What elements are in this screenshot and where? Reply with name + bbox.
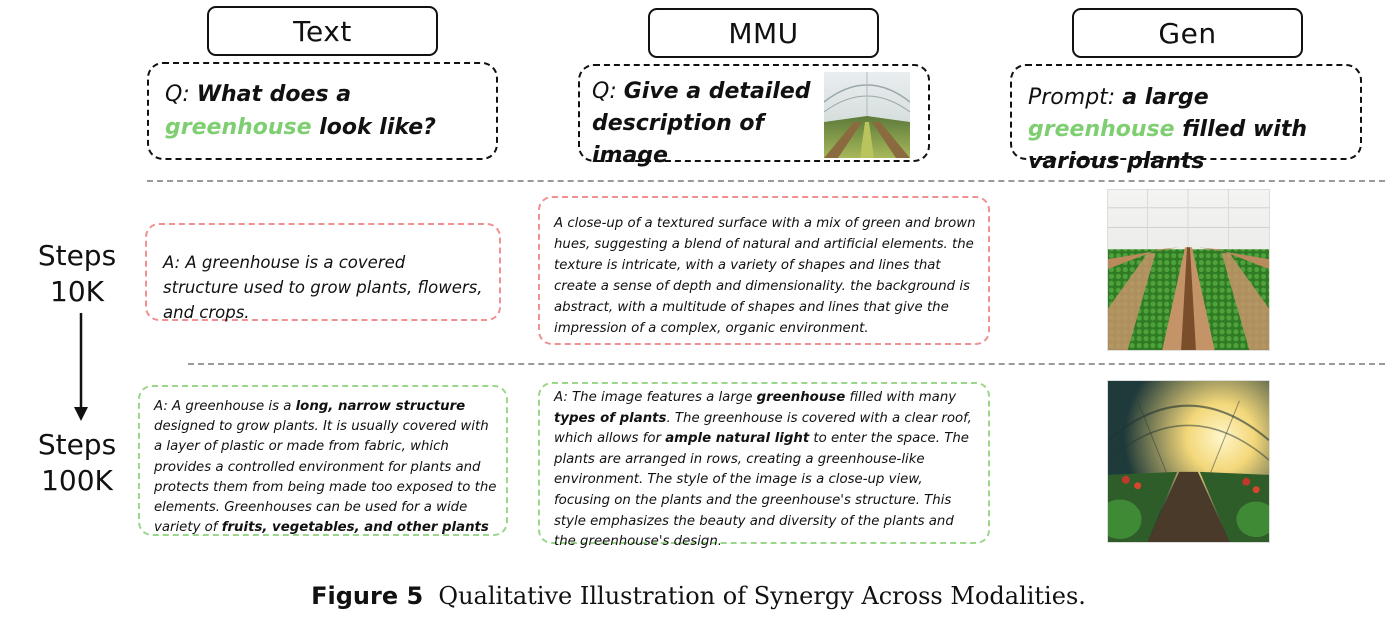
- answer-bold: types of plants: [554, 411, 666, 426]
- answer-mmu-100k: A: The image features a large greenhouse…: [538, 382, 990, 544]
- answer-part: filled with many: [845, 390, 956, 405]
- down-arrow-icon: [71, 313, 91, 423]
- separator-top: [147, 180, 1385, 182]
- answer-text-10k: A: A greenhouse is a covered structure u…: [145, 223, 501, 321]
- figure-label: Figure 5: [311, 582, 423, 610]
- figure-caption: Figure 5 Qualitative Illustration of Syn…: [0, 580, 1397, 612]
- question-highlight: greenhouse: [1028, 117, 1175, 142]
- steps-word: Steps: [22, 238, 132, 274]
- answer-mmu-10k: A close-up of a textured surface with a …: [538, 196, 990, 345]
- answer-part: designed to grow plants. It is usually c…: [154, 419, 496, 535]
- question-gen: Prompt: a large greenhouse filled with v…: [1010, 64, 1362, 160]
- generated-greenhouse-image-100k: [1107, 380, 1270, 543]
- question-bold-end: look like?: [312, 115, 436, 140]
- greenhouse-thumbnail-image: [824, 72, 910, 158]
- question-bold: a large: [1122, 85, 1208, 110]
- answer-bold: greenhouse: [757, 390, 846, 405]
- steps-value: 10K: [22, 274, 132, 310]
- question-prefix: Q:: [592, 79, 624, 104]
- header-text: Text: [207, 6, 438, 56]
- answer-bold: fruits, vegetables, and other plants: [222, 520, 489, 535]
- answer-part: A: A greenhouse is a: [154, 399, 296, 414]
- generated-greenhouse-image-10k: [1107, 189, 1270, 351]
- answer-part: to enter the space. The plants are arran…: [554, 431, 969, 549]
- question-text: Q: What does a greenhouse look like?: [147, 62, 498, 160]
- question-bold: Give a detailed description of image: [592, 79, 811, 168]
- steps-word: Steps: [22, 427, 132, 463]
- question-prefix: Q:: [165, 82, 197, 107]
- answer-text: A: A greenhouse is a covered structure u…: [163, 253, 483, 322]
- answer-bold: ample natural light: [665, 431, 809, 446]
- answer-text: A close-up of a textured surface with a …: [554, 216, 976, 336]
- figure-caption-text: Qualitative Illustration of Synergy Acro…: [438, 582, 1085, 610]
- answer-bold: long, narrow structure: [296, 399, 466, 414]
- question-prefix: Prompt:: [1028, 85, 1122, 110]
- header-mmu: MMU: [648, 8, 879, 58]
- question-mmu: Q: Give a detailed description of image: [578, 64, 930, 162]
- steps-value: 100K: [22, 463, 132, 499]
- separator-middle: [188, 363, 1385, 365]
- question-highlight: greenhouse: [165, 115, 312, 140]
- steps-10k-label: Steps 10K: [22, 238, 132, 310]
- answer-part: A: The image features a large: [554, 390, 757, 405]
- answer-text-100k: A: A greenhouse is a long, narrow struct…: [138, 385, 508, 536]
- question-bold: What does a: [197, 82, 351, 107]
- steps-100k-label: Steps 100K: [22, 427, 132, 499]
- header-gen: Gen: [1072, 8, 1303, 58]
